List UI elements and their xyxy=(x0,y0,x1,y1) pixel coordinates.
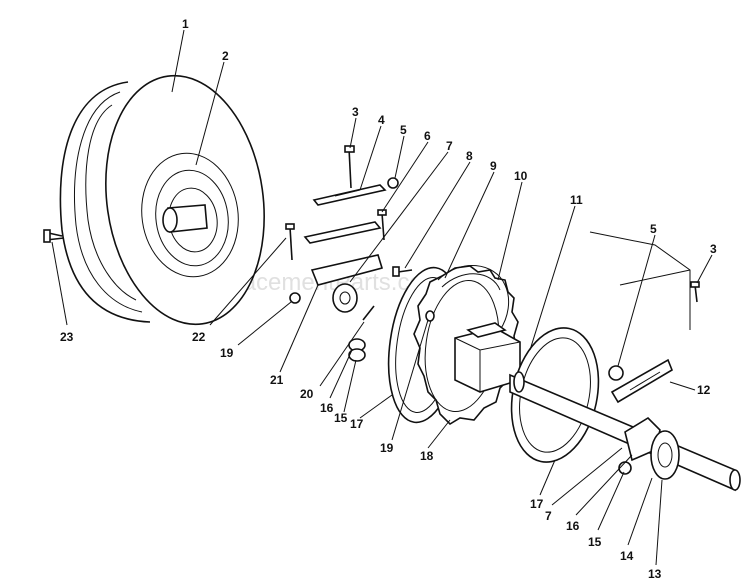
callout-16: 16 xyxy=(320,401,334,415)
callout-23: 23 xyxy=(60,330,74,344)
carriage-bolt-3a xyxy=(344,145,355,189)
nut-stack-16-15 xyxy=(348,338,366,362)
callout-2: 2 xyxy=(222,49,229,63)
lower-plate xyxy=(303,221,382,244)
callout-12: 12 xyxy=(697,383,711,397)
upper-plate xyxy=(312,184,387,206)
callout-6: 6 xyxy=(424,129,431,143)
callout-17: 17 xyxy=(350,417,364,431)
tire-wheel xyxy=(59,74,265,326)
bolt-3b xyxy=(690,281,700,303)
bearing-block xyxy=(624,416,680,480)
callout-5: 5 xyxy=(400,123,407,137)
bracket-12 xyxy=(610,358,673,404)
bolt-22 xyxy=(285,223,295,261)
callout-3: 3 xyxy=(352,105,359,119)
stud-20 xyxy=(362,305,375,321)
callout-22: 22 xyxy=(192,330,206,344)
bolt-6 xyxy=(377,209,387,241)
nut-19a xyxy=(289,292,301,304)
callout-7: 7 xyxy=(446,139,453,153)
nut-5b xyxy=(608,365,624,381)
callout-17-right: 17 xyxy=(530,497,544,511)
callout-labels: 1 2 3 4 5 6 7 8 9 10 11 5 3 12 23 22 19 … xyxy=(60,17,717,581)
callout-3-right: 3 xyxy=(710,242,717,256)
callout-9: 9 xyxy=(490,159,497,173)
callout-10: 10 xyxy=(514,169,528,183)
chain-10 xyxy=(437,265,510,331)
nut-5a xyxy=(387,177,399,189)
callout-21: 21 xyxy=(270,373,284,387)
nut-15b xyxy=(618,461,632,475)
callout-16-right: 16 xyxy=(566,519,580,533)
callout-14: 14 xyxy=(620,549,634,563)
frame-box xyxy=(589,231,691,330)
callout-11: 11 xyxy=(570,193,583,207)
callout-5-right: 5 xyxy=(650,222,657,236)
callout-15-right: 15 xyxy=(588,535,602,549)
callout-19: 19 xyxy=(220,346,234,360)
bolt-8 xyxy=(392,266,413,277)
callout-13: 13 xyxy=(648,567,662,581)
callout-20: 20 xyxy=(300,387,314,401)
callout-19-center: 19 xyxy=(380,441,394,455)
wheel-bolt xyxy=(43,229,65,243)
callout-4: 4 xyxy=(378,113,385,127)
callout-15: 15 xyxy=(334,411,348,425)
callout-7-right: 7 xyxy=(545,509,552,523)
callout-1: 1 xyxy=(182,17,189,31)
gearbox-block xyxy=(454,322,521,393)
callout-8: 8 xyxy=(466,149,473,163)
callout-18: 18 xyxy=(420,449,434,463)
leader-lines xyxy=(51,29,713,566)
